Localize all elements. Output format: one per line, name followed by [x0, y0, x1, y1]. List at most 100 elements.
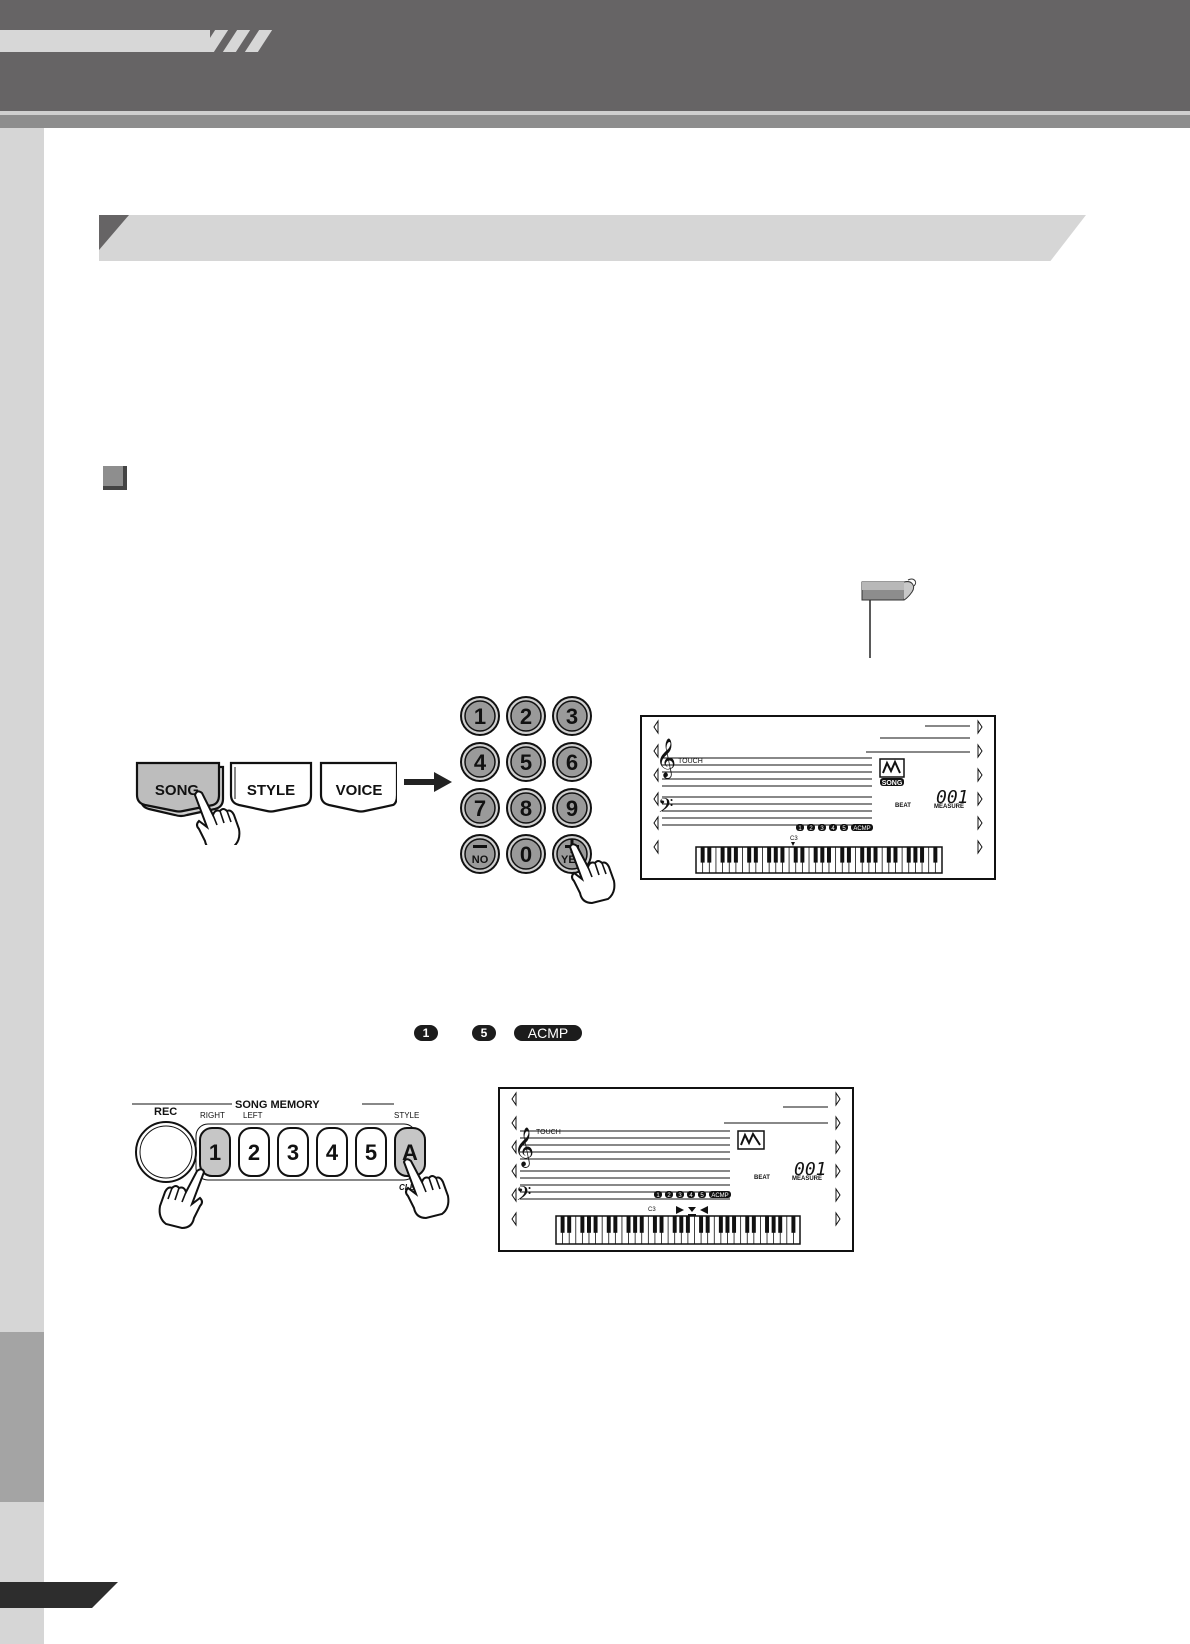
memory-track-label: 3	[287, 1140, 299, 1165]
header-stripe	[0, 115, 1190, 128]
song-mode-icon	[737, 1130, 765, 1150]
track-mark-1: 1	[796, 824, 804, 832]
style-button-label: STYLE	[247, 782, 295, 799]
digit-key-4[interactable]: 4	[460, 742, 500, 782]
song-button-label: SONG	[155, 782, 199, 799]
lcd-bracket-left	[511, 1211, 517, 1227]
digit-key-1[interactable]: 1	[460, 696, 500, 736]
digit-key-label: 3	[566, 704, 578, 729]
right-label: RIGHT	[200, 1111, 225, 1120]
touch-indicator: TOUCH	[536, 1129, 561, 1136]
acmp-marker: ACMP	[514, 1025, 582, 1041]
lcd-bracket-left	[653, 791, 659, 807]
lcd-bracket-left	[511, 1139, 517, 1155]
note-flag-icon	[861, 578, 917, 658]
track-mark-5: 5	[698, 1191, 706, 1199]
svg-text:5: 5	[700, 1193, 704, 1199]
lcd-bracket-right	[835, 1187, 841, 1203]
mode-buttons-figure: SONG STYLE VOICE	[135, 761, 397, 845]
digit-key-5[interactable]: 5	[506, 742, 546, 782]
digit-key-label: 4	[474, 750, 487, 775]
treble-clef-icon: 𝄞	[656, 738, 676, 779]
style-button[interactable]: STYLE	[229, 761, 313, 813]
svg-text:ACMP: ACMP	[853, 826, 870, 832]
lcd-bracket-left	[511, 1187, 517, 1203]
digit-key-8[interactable]: 8	[506, 788, 546, 828]
digit-key-7[interactable]: 7	[460, 788, 500, 828]
rec-label: REC	[154, 1106, 177, 1118]
c3-marker: C3	[648, 1207, 656, 1213]
digit-key-label: 7	[474, 796, 486, 821]
lcd-bracket-left	[653, 815, 659, 831]
keyboard-icon	[695, 846, 943, 874]
lcd-bracket-right	[835, 1163, 841, 1179]
lcd-bracket-right	[977, 791, 983, 807]
digit-key-9[interactable]: 9	[552, 788, 592, 828]
memory-track-5-button[interactable]: 5	[355, 1127, 387, 1177]
digit-key-label: 6	[566, 750, 578, 775]
hand-pointer-icon	[158, 1168, 206, 1230]
track-mark-3: 3	[676, 1191, 684, 1199]
c3-marker: C3	[790, 836, 798, 842]
track-mark-4: 4	[829, 824, 837, 832]
beat-label: BEAT	[754, 1175, 770, 1181]
track-mark-1: 1	[654, 1191, 662, 1199]
page-header-band	[0, 0, 1190, 112]
lcd-bracket-right	[835, 1115, 841, 1131]
track-mark-5: 5	[840, 824, 848, 832]
song-mode-icon: SONG	[879, 758, 905, 787]
memory-track-4-button[interactable]: 4	[316, 1127, 348, 1177]
lcd-bracket-right	[977, 719, 983, 735]
track-5-marker: 5	[472, 1025, 496, 1041]
voice-button[interactable]: VOICE	[319, 761, 397, 813]
memory-track-1-button[interactable]: 1	[199, 1127, 231, 1177]
bass-clef-icon: 𝄢	[658, 794, 673, 822]
lcd-bracket-left	[511, 1115, 517, 1131]
svg-text:2: 2	[809, 826, 813, 832]
svg-text:ACMP: ACMP	[711, 1193, 728, 1199]
touch-indicator: TOUCH	[678, 758, 703, 765]
measure-value: 001	[936, 787, 969, 808]
lcd-bracket-left	[653, 719, 659, 735]
beat-label: BEAT	[895, 803, 911, 809]
no-key[interactable]: NO	[460, 834, 500, 874]
svg-text:1: 1	[798, 826, 802, 832]
hand-pointer-icon	[193, 790, 241, 845]
digit-key-label: 0	[520, 842, 532, 867]
memory-track-3-button[interactable]: 3	[277, 1127, 309, 1177]
keyboard-icon	[555, 1215, 801, 1245]
lcd-bracket-left	[511, 1163, 517, 1179]
lcd-bracket-right	[977, 767, 983, 783]
track-mark-3: 3	[818, 824, 826, 832]
track-mark-acmp: ACMP	[851, 824, 873, 832]
digit-key-label: 9	[566, 796, 578, 821]
header-stripe	[0, 111, 1190, 115]
track-1-marker: 1	[414, 1025, 438, 1041]
rec-button[interactable]	[135, 1121, 197, 1183]
memory-track-2-button[interactable]: 2	[238, 1127, 270, 1177]
svg-text:1: 1	[656, 1193, 660, 1199]
song-memory-title: SONG MEMORY	[235, 1099, 320, 1111]
voice-button-label: VOICE	[336, 782, 383, 799]
lcd-bracket-right	[977, 743, 983, 759]
digit-key-2[interactable]: 2	[506, 696, 546, 736]
lcd-bracket-left	[653, 839, 659, 855]
memory-track-label: 5	[365, 1140, 377, 1165]
memory-track-label: 1	[209, 1140, 221, 1165]
memory-track-label: 2	[248, 1140, 260, 1165]
digit-key-0[interactable]: 0	[506, 834, 546, 874]
arrow-right-icon	[404, 772, 452, 792]
lcd-bracket-left	[653, 743, 659, 759]
digit-key-3[interactable]: 3	[552, 696, 592, 736]
lcd-bracket-right	[835, 1139, 841, 1155]
digit-key-label: 1	[474, 704, 486, 729]
digit-key-6[interactable]: 6	[552, 742, 592, 782]
lcd-bracket-right	[977, 839, 983, 855]
measure-label: MEASURE	[792, 1176, 822, 1182]
svg-text:3: 3	[678, 1193, 682, 1199]
left-margin-index-tab	[0, 1332, 44, 1502]
svg-text:5: 5	[842, 826, 846, 832]
memory-track-label: 4	[326, 1140, 339, 1165]
